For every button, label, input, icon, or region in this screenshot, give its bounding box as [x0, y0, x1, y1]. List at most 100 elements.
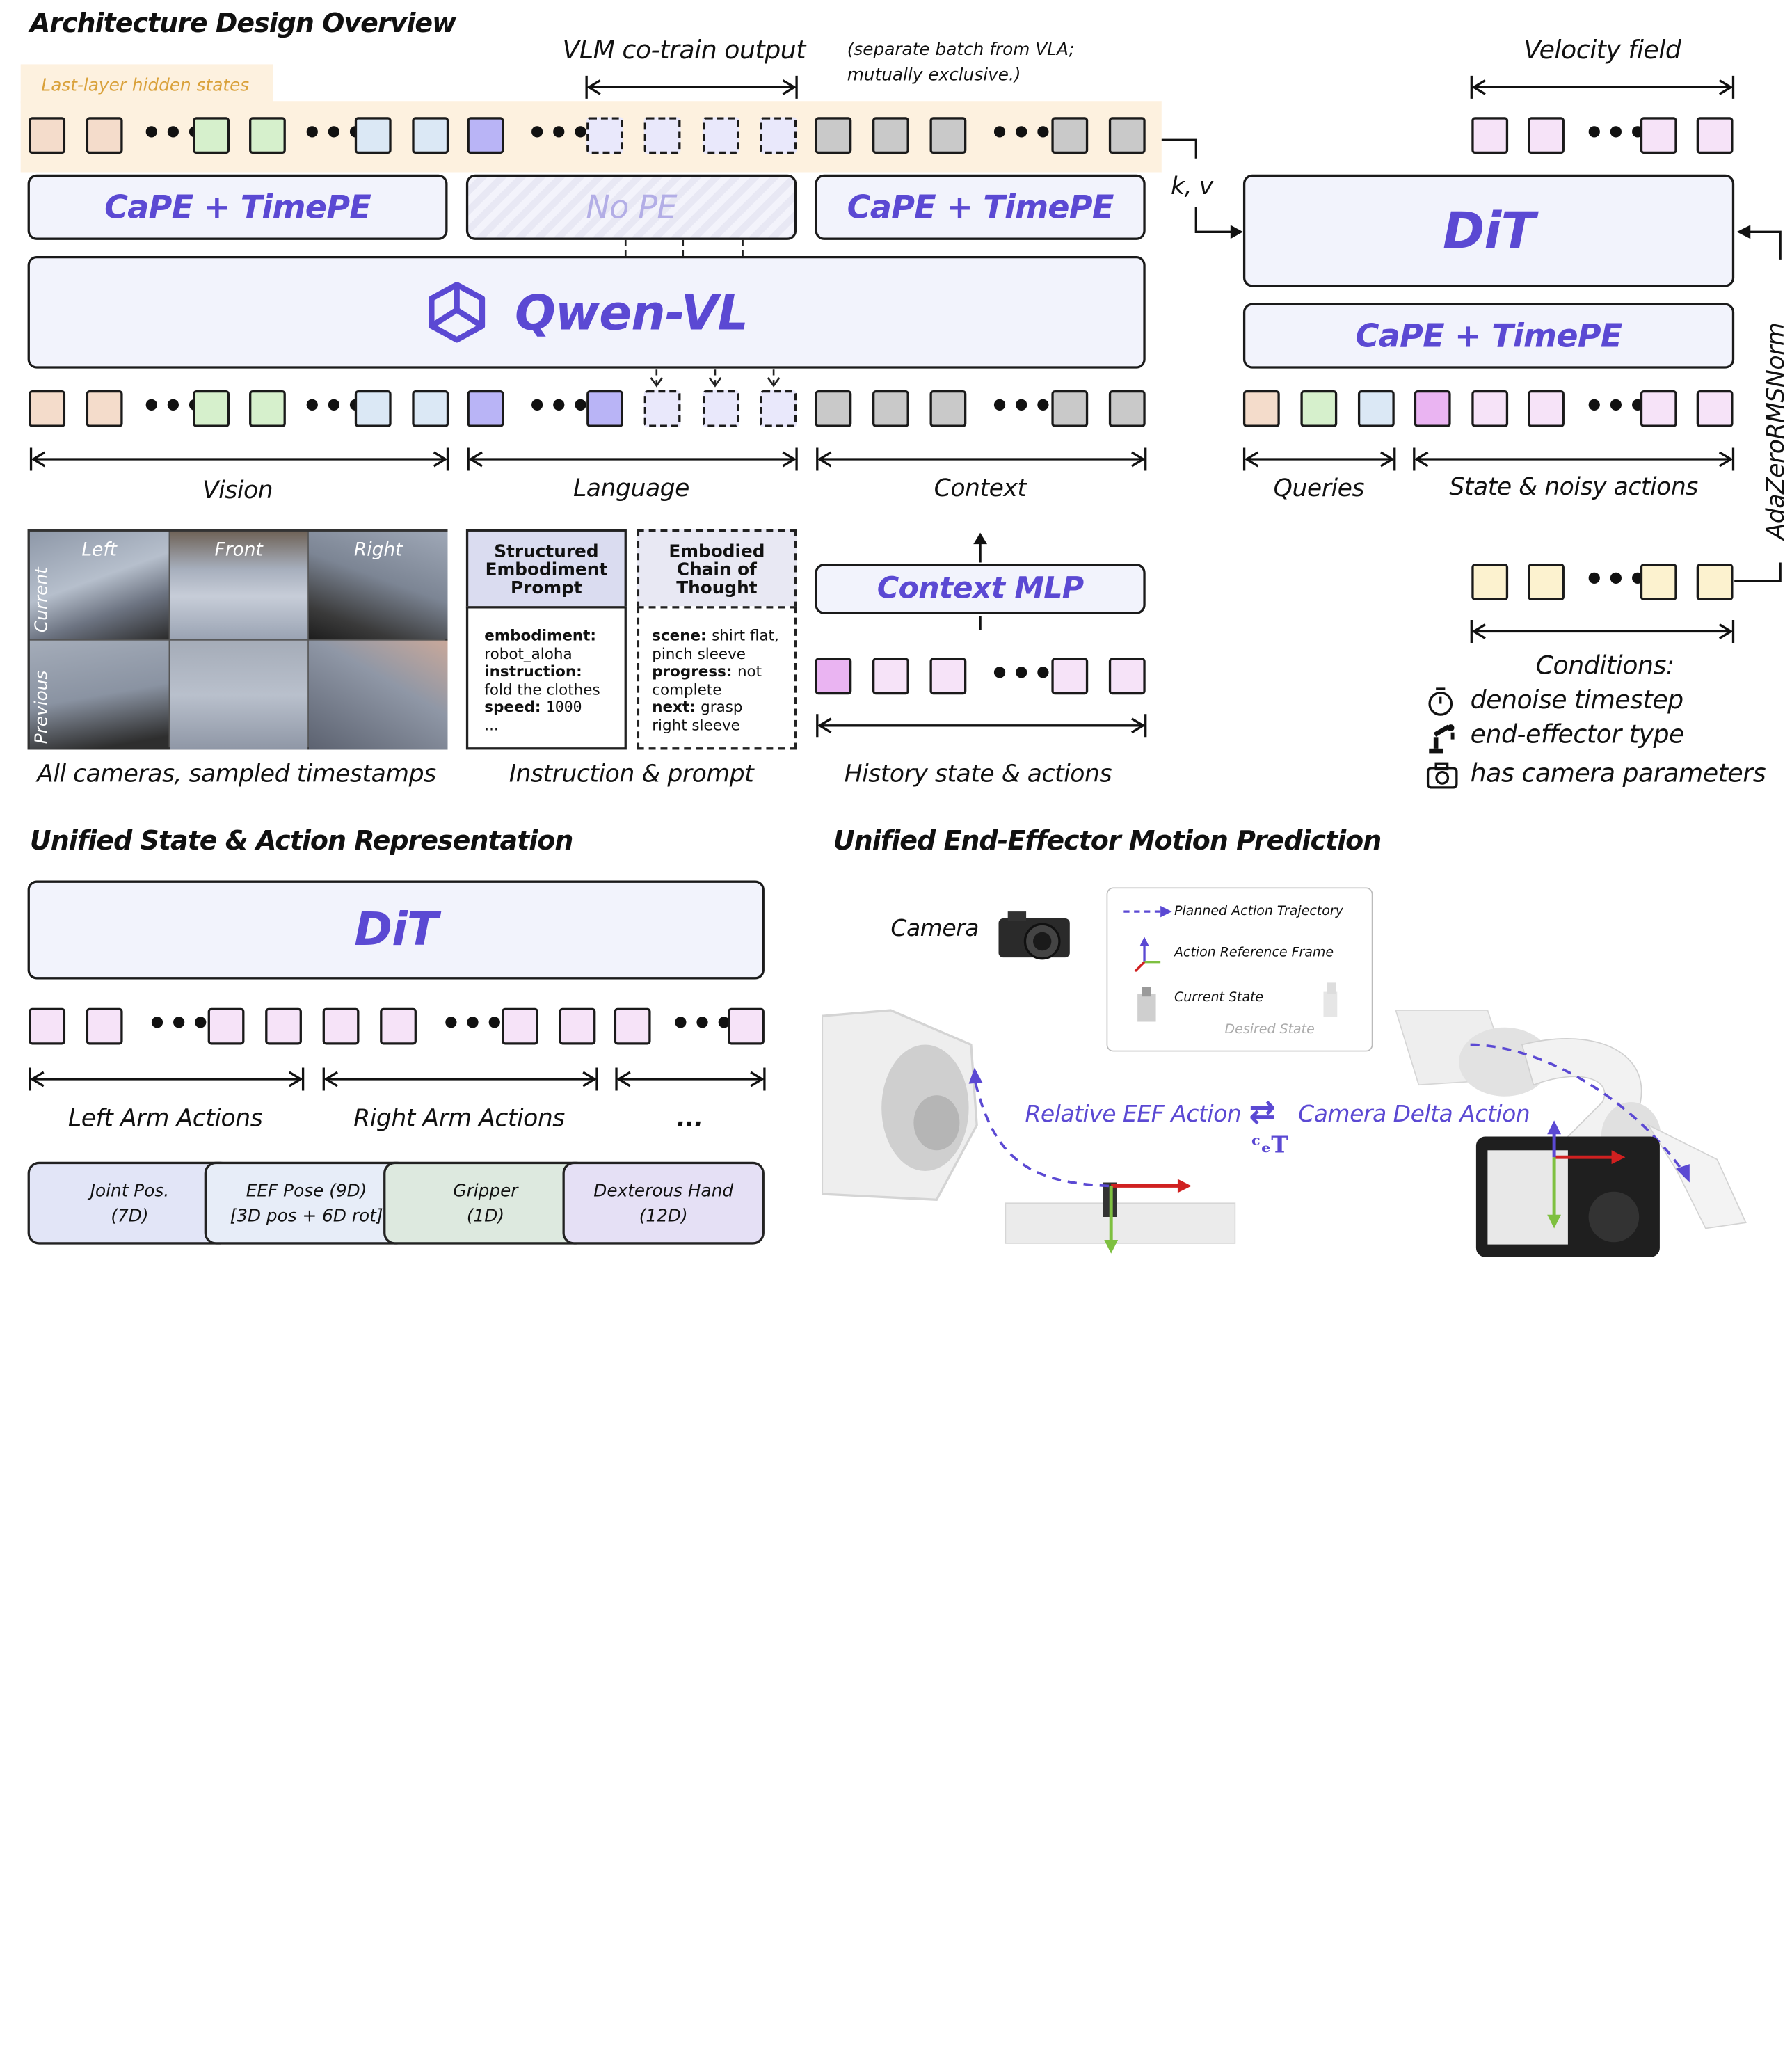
equivalence-symbol: ⇄ — [1249, 1092, 1276, 1131]
token — [872, 390, 909, 427]
token — [354, 390, 392, 427]
token — [412, 117, 449, 154]
group-vision-label: Vision — [202, 476, 273, 504]
cameras-caption: All cameras, sampled timestamps — [37, 760, 436, 788]
timer-icon — [1428, 687, 1453, 716]
camera-photo-icon — [998, 911, 1070, 960]
group-language-label: Language — [573, 474, 690, 502]
token — [872, 117, 909, 154]
token — [502, 1007, 538, 1045]
token — [815, 390, 852, 427]
component-eef: EEF Pose (9D)[3D pos + 6D rot] — [204, 1161, 409, 1245]
qwen-logo-icon — [429, 282, 486, 343]
token — [1108, 390, 1146, 427]
unified-motion-title: Unified End-Effector Motion Prediction — [833, 827, 1382, 856]
motion-legend: Planned Action Trajectory Action Referen… — [1106, 887, 1373, 1052]
token — [1528, 564, 1565, 600]
token — [249, 390, 286, 427]
condition-effector: end-effector type — [1470, 721, 1685, 750]
span-arrow — [585, 75, 798, 99]
camera-front-current: Front — [170, 531, 308, 640]
camera-left-current: Left — [29, 531, 169, 640]
ellipsis: ••• — [670, 1004, 736, 1043]
token — [207, 1007, 245, 1045]
camera-front-previous — [170, 640, 308, 750]
token — [1471, 390, 1509, 427]
dit-box: DiT — [1242, 174, 1735, 287]
cotrain-connectors — [624, 239, 781, 388]
legend-frame: Action Reference Frame — [1174, 943, 1334, 960]
unified-repr-title: Unified State & Action Representation — [29, 827, 573, 856]
prompt-line: progress: not complete — [652, 663, 762, 699]
group-arrows — [29, 447, 1735, 471]
vlm-cotrain-label: VLM co-train output — [562, 36, 806, 66]
ellipsis: ••• — [1584, 387, 1649, 425]
token — [815, 658, 852, 695]
camera-right-previous — [308, 640, 448, 750]
repr-dit-box: DiT — [27, 880, 765, 980]
component-gripper-line1: Gripper — [453, 1180, 518, 1201]
token — [643, 117, 681, 154]
token — [1414, 390, 1451, 427]
span-arrow — [322, 1067, 598, 1091]
component-eef-line2: [3D pos + 6D rot] — [230, 1205, 383, 1227]
token — [728, 1007, 765, 1045]
token — [815, 117, 852, 154]
component-joint: Joint Pos.(7D) — [27, 1161, 232, 1245]
ellipsis: ••• — [989, 387, 1055, 425]
context-mlp-arrows — [973, 532, 987, 630]
kv-arrow — [1161, 138, 1243, 239]
token — [467, 117, 504, 154]
ellipsis: ••• — [527, 113, 592, 152]
prompt-line: instruction: fold the clothes — [484, 663, 600, 699]
token — [86, 390, 123, 427]
span-arrow — [816, 714, 1147, 738]
span-arrow — [29, 447, 449, 471]
prompt-line: speed: 1000 — [484, 699, 582, 717]
token — [1696, 117, 1734, 154]
token — [265, 1007, 302, 1045]
token — [380, 1007, 417, 1045]
robot-arm-icon — [1429, 724, 1455, 754]
context-mlp-label: Context MLP — [877, 571, 1084, 607]
velocity-span — [1470, 75, 1735, 99]
condition-denoise: denoise timestep — [1470, 686, 1684, 715]
no-pe-box: No PE — [465, 174, 797, 240]
legend-desired: Desired State — [1224, 1020, 1315, 1037]
token — [29, 117, 66, 154]
group-more: ... — [676, 1104, 704, 1132]
cotrain-span — [585, 75, 798, 99]
group-state-label: State & noisy actions — [1449, 472, 1698, 501]
cape-timepe-right-box: CaPE + TimePE — [815, 174, 1146, 240]
ellipsis: ••• — [147, 1004, 212, 1043]
no-pe-label: No PE — [586, 188, 677, 227]
prompt-line: embodiment: robot_aloha — [484, 628, 597, 663]
component-hand: Dexterous Hand(12D) — [562, 1161, 765, 1245]
component-gripper: Gripper (1D) — [383, 1161, 588, 1245]
token — [559, 1007, 596, 1045]
desired-state-icon — [1323, 982, 1338, 1017]
span-arrow — [615, 1067, 766, 1091]
token — [929, 390, 967, 427]
token — [586, 117, 623, 154]
camera-delta-label: Camera Delta Action — [1298, 1099, 1530, 1128]
repr-spans — [29, 1067, 766, 1091]
token — [1640, 564, 1677, 600]
prompt-line: ... — [484, 717, 499, 735]
qwen-vl-label: Qwen-VL — [514, 284, 749, 341]
hidden-states-band — [20, 64, 273, 104]
token — [1108, 658, 1146, 695]
span-arrow — [467, 447, 798, 471]
component-gripper-line2: (1D) — [466, 1205, 505, 1227]
component-hand-line2: (12D) — [639, 1205, 688, 1227]
group-context-label: Context — [934, 474, 1027, 502]
group-left-arm: Left Arm Actions — [67, 1104, 263, 1132]
cape-timepe-right-label: CaPE + TimePE — [847, 188, 1114, 227]
token — [760, 117, 797, 154]
span-arrow — [816, 447, 1147, 471]
legend-trajectory: Planned Action Trajectory — [1174, 902, 1343, 918]
token — [702, 117, 739, 154]
token — [643, 390, 681, 427]
token — [193, 390, 230, 427]
